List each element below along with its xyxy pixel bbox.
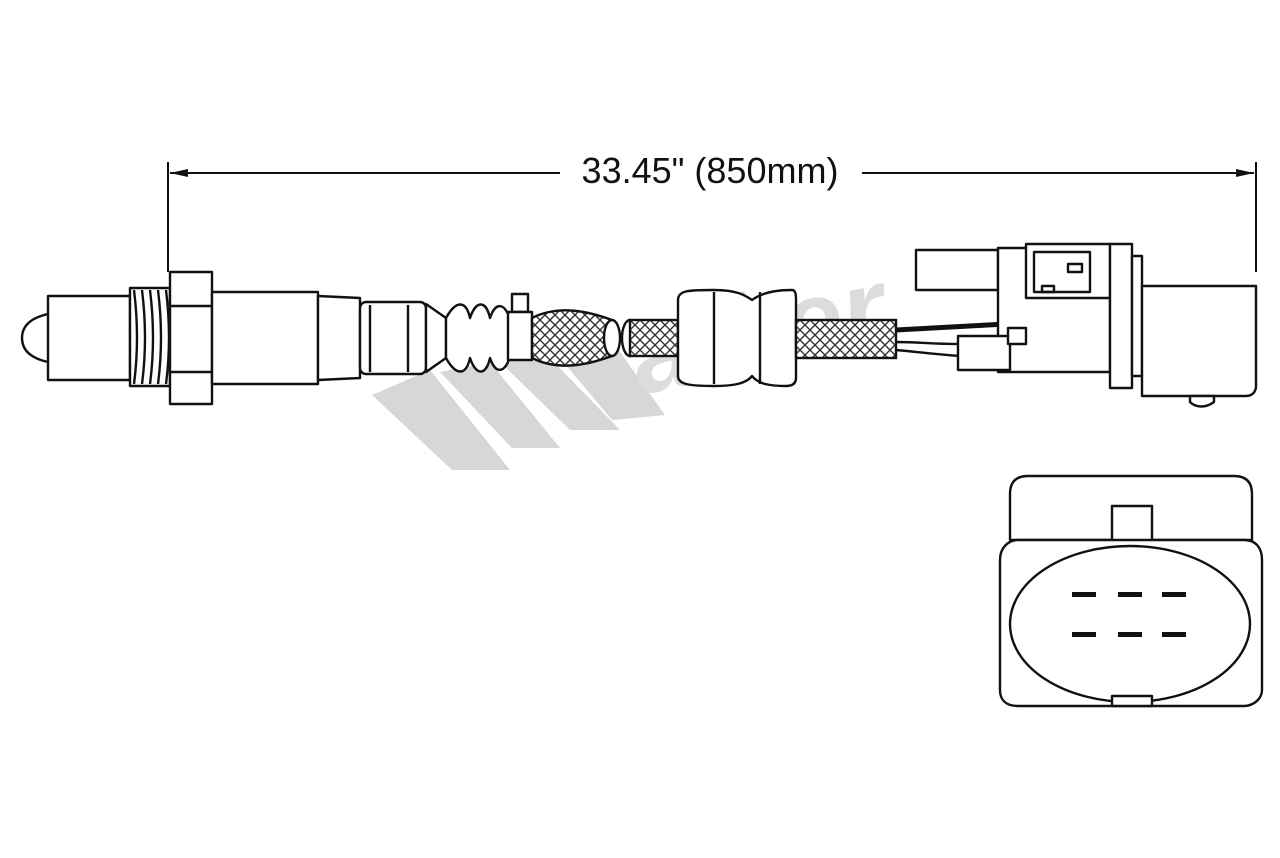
connector-pin	[1118, 632, 1142, 637]
connector-pin	[1072, 632, 1096, 637]
connector-pin	[1162, 592, 1186, 597]
connector-pin	[1118, 592, 1142, 597]
sensor-body	[210, 290, 448, 386]
sensor-wires	[895, 321, 1007, 358]
connector-end-view	[998, 474, 1264, 708]
cable-grommet	[676, 288, 798, 388]
connector-pin	[1162, 632, 1186, 637]
braided-cable-segment-2	[620, 318, 680, 358]
sensor-boot	[444, 303, 512, 373]
connector-pins	[1072, 592, 1186, 637]
cable-clip	[506, 292, 534, 362]
hex-nut	[168, 270, 214, 406]
braided-cable-segment-3	[794, 318, 898, 360]
overall-length-label: 33.45" (850mm)	[560, 146, 860, 196]
sensor-thread	[128, 286, 172, 388]
braided-cable-segment	[530, 309, 622, 367]
connector-side-view	[914, 242, 1258, 408]
sensor-tip	[20, 294, 132, 382]
connector-pin	[1072, 592, 1096, 597]
dimension-line	[167, 162, 1257, 272]
